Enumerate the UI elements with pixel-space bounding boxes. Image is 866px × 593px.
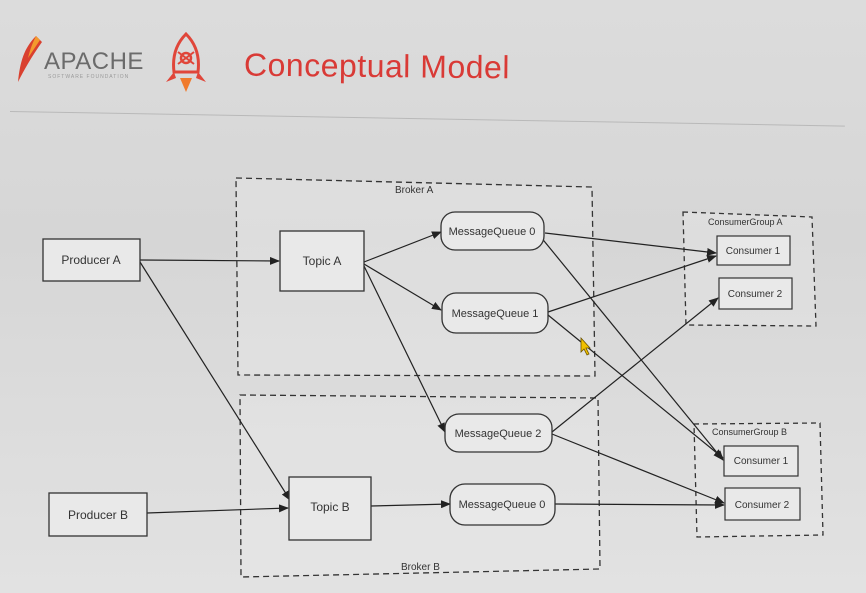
- apache-feather-icon: [18, 36, 42, 82]
- topic-a: Topic A: [279, 230, 365, 292]
- edge-queue-2-consumer-b2: [551, 433, 725, 504]
- edge-queue-1-consumer-a1: [547, 255, 717, 313]
- edge-topic-b-queue-0: [370, 500, 451, 509]
- producer-b: Producer B: [48, 492, 148, 537]
- message-queue-a2-label: MessageQueue 2: [455, 428, 542, 440]
- consumer-group-b-label: ConsumerGroup B: [712, 427, 787, 437]
- edge-producer-a-topic-b: [139, 261, 291, 501]
- message-queue-a1-label: MessageQueue 1: [452, 308, 539, 320]
- edge-queue-1-consumer-b1: [547, 314, 724, 459]
- consumer-group-b-consumer-1: Consumer 1: [723, 445, 799, 477]
- consumer-a2-label: Consumer 2: [728, 289, 783, 300]
- rocketmq-logo-icon: [166, 32, 206, 92]
- apache-logo-text: APACHE: [44, 48, 144, 75]
- consumer-b2-label: Consumer 2: [735, 500, 790, 511]
- edge-queue-b0-consumer-b2: [554, 500, 725, 509]
- consumer-a1-label: Consumer 1: [726, 246, 781, 257]
- message-queue-a1: MessageQueue 1: [441, 292, 549, 334]
- edge-queue-0-consumer-b1: [539, 235, 724, 461]
- edge-producer-b-topic-b: [146, 504, 289, 514]
- message-queue-a0: MessageQueue 0: [440, 211, 545, 251]
- edge-topic-a-queue-0: [363, 231, 442, 263]
- mouse-cursor-icon: [580, 336, 591, 356]
- consumer-group-b-consumer-2: Consumer 2: [724, 487, 801, 521]
- producer-b-label: Producer B: [68, 508, 128, 522]
- topic-b-label: Topic B: [310, 500, 349, 514]
- producer-a: Producer A: [42, 238, 141, 282]
- message-queue-b0-label: MessageQueue 0: [459, 499, 546, 511]
- consumer-b1-label: Consumer 1: [734, 456, 789, 467]
- edge-topic-a-queue-1: [363, 263, 442, 311]
- consumer-group-a-consumer-2: Consumer 2: [718, 277, 793, 310]
- topic-a-label: Topic A: [303, 254, 342, 268]
- broker-b-label: Broker B: [401, 562, 440, 573]
- edge-topic-a-queue-2: [363, 265, 446, 433]
- producer-a-label: Producer A: [61, 253, 120, 267]
- topic-b: Topic B: [288, 476, 372, 541]
- apache-logo-subtext: SOFTWARE FOUNDATION: [48, 74, 130, 80]
- broker-a-label: Broker A: [395, 185, 434, 196]
- edge-producer-a-topic-a: [139, 256, 280, 265]
- consumer-group-a-consumer-1: Consumer 1: [716, 235, 791, 266]
- message-queue-a2: MessageQueue 2: [444, 413, 553, 453]
- edges: [139, 231, 725, 514]
- consumer-group-a-label: ConsumerGroup A: [708, 217, 783, 227]
- message-queue-a0-label: MessageQueue 0: [449, 226, 536, 238]
- slide-header: APACHE SOFTWARE FOUNDATION Conceptual Mo…: [0, 0, 866, 127]
- message-queue-b0: MessageQueue 0: [449, 483, 556, 526]
- edge-queue-0-consumer-a1: [544, 232, 717, 256]
- edge-queue-2-consumer-a2: [551, 297, 719, 433]
